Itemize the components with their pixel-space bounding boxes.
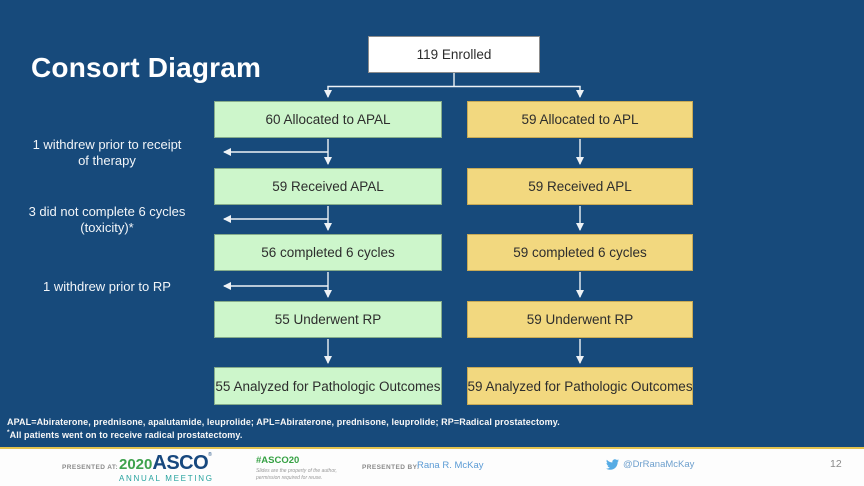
footnote-marker: * [7,429,10,436]
registered-trademark-icon: ® [208,452,212,458]
annotation-line: 1 withdrew prior to RP [43,279,171,294]
asco-logo-year: 2020 [119,456,153,473]
flow-box-completed-cycles-apal: 56 completed 6 cycles [214,234,442,271]
twitter-block: @DrRanaMcKay [606,459,694,470]
flow-box-allocated-apal: 60 Allocated to APAL [214,101,442,138]
abbreviation-footnote: APAL=Abiraterone, prednisone, apalutamid… [7,417,560,427]
flow-box-analyzed-apal: 55 Analyzed for Pathologic Outcomes [214,367,442,405]
flow-box-received-apl: 59 Received APL [467,168,693,205]
annotation-withdrew-before-therapy: 1 withdrew prior to receipt of therapy [0,137,214,169]
flow-box-completed-cycles-apl: 59 completed 6 cycles [467,234,693,271]
flow-box-enrolled: 119 Enrolled [368,36,540,73]
page-title: Consort Diagram [31,52,262,83]
flow-box-underwent-rp-apal: 55 Underwent RP [214,301,442,338]
asterisk-footnote: *All patients went on to receive radical… [7,429,242,440]
annotation-line: 3 did not complete 6 cycles [28,204,186,219]
hashtag-block: #ASCO20 Slides are the property of the a… [256,455,337,481]
annotation-line: 1 withdrew prior to receipt [32,137,182,152]
presenter-name: Rana R. McKay [417,460,484,471]
footnote-text: All patients went on to receive radical … [9,430,243,440]
asco-logo-subtitle: ANNUAL MEETING [119,474,214,483]
disclaimer-line: Slides are the property of the author, [256,468,337,474]
annotation-line: (toxicity)* [80,220,134,235]
twitter-handle: @DrRanaMcKay [623,459,695,470]
annotation-did-not-complete-cycles: 3 did not complete 6 cycles (toxicity)* [0,204,214,236]
annotation-withdrew-before-rp: 1 withdrew prior to RP [0,279,214,295]
page-number: 12 [830,458,842,470]
flow-box-allocated-apl: 59 Allocated to APL [467,101,693,138]
presented-at-label: PRESENTED AT: [62,464,119,471]
hashtag: #ASCO20 [256,455,300,466]
presented-by-label: PRESENTED BY: [362,464,420,471]
flow-box-received-apal: 59 Received APAL [214,168,442,205]
asco-logo-org: ASCO [152,452,209,474]
disclaimer-line: permission required for reuse. [256,474,323,481]
annotation-line: of therapy [78,153,136,168]
flow-box-underwent-rp-apl: 59 Underwent RP [467,301,693,338]
twitter-bird-icon [606,459,619,470]
flow-box-analyzed-apl: 59 Analyzed for Pathologic Outcomes [467,367,693,405]
slide-disclaimer: Slides are the property of the author, p… [256,468,337,481]
gold-divider [0,447,864,449]
